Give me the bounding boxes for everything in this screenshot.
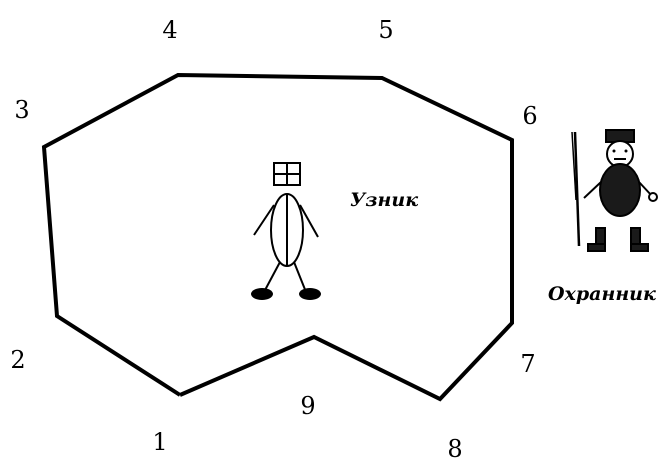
guard-label: Охранник <box>548 283 656 305</box>
vertex-label-2: 2 <box>10 346 25 374</box>
vertex-label-8: 8 <box>447 435 462 460</box>
guard-figure-icon <box>571 129 658 252</box>
vertex-label-9: 9 <box>300 392 315 420</box>
polygon-outline <box>41 72 514 402</box>
vertex-label-4: 4 <box>162 16 177 44</box>
prisoner-figure-icon <box>251 162 321 300</box>
vertex-label-7: 7 <box>520 350 535 378</box>
vertex-label-6: 6 <box>522 102 537 130</box>
vertex-label-3: 3 <box>14 96 29 124</box>
vertex-label-1: 1 <box>152 428 167 456</box>
prisoner-label: Узник <box>350 189 418 211</box>
vertex-label-5: 5 <box>378 16 393 44</box>
